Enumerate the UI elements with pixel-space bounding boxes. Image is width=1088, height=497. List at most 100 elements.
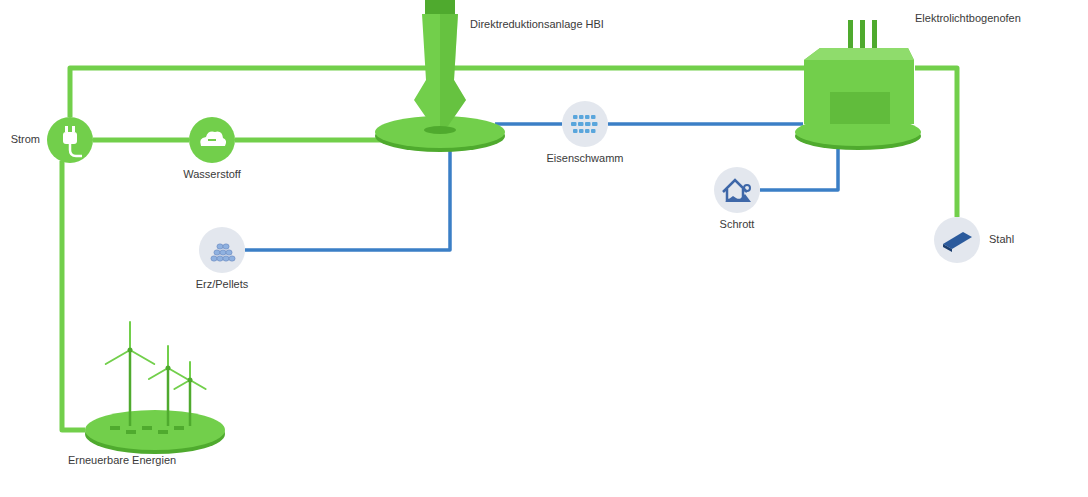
- node-label: Strom: [11, 133, 40, 147]
- ground: [85, 410, 225, 450]
- turbine-blade: [190, 380, 206, 389]
- hydrogen-icon: Wasserstoff: [188, 116, 236, 164]
- pellet: [223, 256, 229, 261]
- furnace-roof: [804, 48, 914, 60]
- solar-panel: [110, 426, 120, 430]
- turbine-hub: [128, 348, 133, 353]
- material-flow: [245, 146, 450, 250]
- node-label: Erz/Pellets: [196, 278, 249, 292]
- pellet: [223, 244, 229, 249]
- material-flow: [495, 122, 562, 126]
- renewables-site-shape: [80, 320, 230, 455]
- icon-circle: [189, 117, 235, 163]
- node-label: Stahl: [989, 233, 1014, 247]
- turbine-blade: [168, 368, 187, 379]
- sponge-piece: [579, 115, 584, 119]
- scrap-icon-shape: [713, 166, 761, 214]
- hydrogen-icon-shape: [188, 116, 236, 164]
- material-flow: [608, 122, 803, 126]
- pellet: [220, 250, 226, 255]
- node-label: Wasserstoff: [183, 168, 240, 182]
- node-label: Schrott: [720, 218, 755, 232]
- sponge-piece: [585, 122, 591, 126]
- electrode: [848, 20, 853, 50]
- power-line: [93, 138, 189, 143]
- ore-icon-shape: [198, 226, 246, 274]
- renewables-site: Erneuerbare Energien: [80, 320, 230, 455]
- power-line: [915, 68, 957, 217]
- cloud-mark: [208, 139, 216, 141]
- sponge-iron-icon-shape: [561, 100, 609, 148]
- pellet: [217, 256, 223, 261]
- pellet: [211, 256, 217, 261]
- sponge-piece: [573, 115, 578, 119]
- reduction-plant: Direktreduktionsanlage HBI: [370, 0, 510, 150]
- arc-furnace-shape: [790, 20, 925, 155]
- sponge-piece: [571, 122, 577, 126]
- turbine-blade: [189, 362, 191, 380]
- sponge-piece: [585, 115, 590, 119]
- furnace-front: [830, 92, 890, 124]
- sponge-piece: [591, 115, 596, 119]
- turbine-tower: [129, 350, 132, 426]
- tower-cap: [425, 0, 455, 14]
- turbine-blade: [130, 350, 154, 364]
- power-plug-shape: [46, 116, 94, 164]
- icon-circle: [934, 217, 980, 263]
- sponge-iron-icon: Eisenschwamm: [561, 100, 609, 148]
- electrode: [860, 20, 865, 50]
- steel-icon-shape: [933, 216, 981, 264]
- sponge-piece: [579, 129, 584, 133]
- sponge-piece: [585, 129, 590, 133]
- pellet: [217, 244, 223, 249]
- furnace-body: [804, 48, 914, 124]
- turbine-tower: [189, 380, 192, 426]
- sponge-piece: [591, 129, 596, 133]
- platform-inner: [424, 126, 456, 134]
- pellet: [214, 250, 220, 255]
- plug-body: [63, 132, 77, 144]
- solar-panel: [126, 430, 136, 434]
- sponge-piece: [578, 122, 584, 126]
- power-line: [235, 138, 387, 143]
- solar-panel: [174, 426, 184, 430]
- node-label: Erneuerbare Energien: [68, 454, 176, 468]
- scrap-wheel: [744, 185, 750, 191]
- power-plug: Strom: [46, 116, 94, 164]
- plug-cable: [70, 144, 82, 156]
- icon-circle: [714, 167, 760, 213]
- tower-shade: [440, 14, 466, 126]
- pellet: [226, 250, 232, 255]
- tower-shaft: [414, 14, 466, 126]
- material-flow: [760, 144, 838, 190]
- turbine-blade: [167, 346, 169, 368]
- electrode: [872, 20, 877, 50]
- ore-icon: Erz/Pellets: [198, 226, 246, 274]
- scrap-pile: [725, 194, 751, 202]
- icon-circle: [47, 117, 93, 163]
- solar-panel: [158, 430, 168, 434]
- turbine-hub: [188, 378, 193, 383]
- turbine-hub: [166, 366, 171, 371]
- turbine-blade: [106, 350, 130, 364]
- power-line: [62, 161, 85, 430]
- turbine-tower: [167, 368, 170, 426]
- pellet: [229, 256, 235, 261]
- node-label: Elektrolichtbogenofen: [915, 12, 1021, 26]
- icon-circle: [199, 227, 245, 273]
- turbine-blade: [129, 322, 131, 350]
- icon-circle: [562, 101, 608, 147]
- scrap-icon: Schrott: [713, 166, 761, 214]
- sponge-piece: [573, 129, 578, 133]
- turbine-blade: [174, 380, 190, 389]
- turbine-blade: [149, 368, 168, 379]
- arc-furnace: Elektrolichtbogenofen: [790, 20, 925, 155]
- steel-edge: [943, 244, 952, 252]
- cloud-symbol: [200, 132, 226, 146]
- plug-pin: [72, 126, 75, 132]
- sponge-piece: [592, 122, 598, 126]
- node-label: Direktreduktionsanlage HBI: [470, 18, 605, 32]
- solar-panel: [142, 426, 152, 430]
- node-label: Eisenschwamm: [546, 152, 623, 166]
